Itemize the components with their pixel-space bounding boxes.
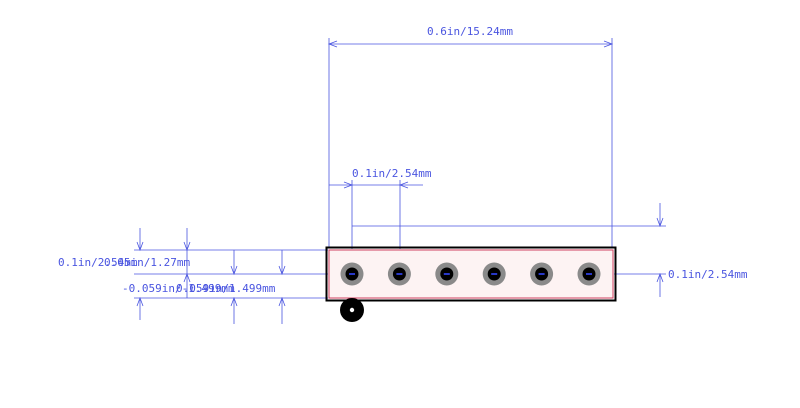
pad-5 [530,262,554,286]
component-body [325,246,617,302]
left-label-lower-a: -0.059in/-1.499mm [122,282,235,295]
arrow-up-icon [183,272,191,283]
pitch-label: 0.1in/2.54mm [352,167,432,180]
pad-row [340,262,601,286]
drill-center-mark [491,273,498,275]
body-fill [328,249,614,299]
pad-3 [435,262,459,286]
pad-1 [340,262,364,286]
pin1-marker [340,298,364,322]
courtyard-outline [328,249,614,299]
arrow-up-icon [278,296,286,307]
drill-center-mark [349,273,355,275]
arrow-right-icon [603,40,614,48]
arrow-down-icon [136,241,144,252]
drill-center-mark [443,273,450,275]
left-label-upper-a: 0.1in/2.54mm [58,256,138,269]
drill-center-mark [396,273,403,275]
pad-2 [387,262,411,286]
arrow-down-icon [230,265,238,276]
arrow-down-icon [183,241,191,252]
pad-4 [482,262,506,286]
left-label-upper-b: 0.05in/1.27mm [104,256,190,269]
arrow-up-icon [656,272,664,283]
arrow-down-icon [656,217,664,228]
left-label-lower-b: 0.059in/1.499mm [176,282,276,295]
drill-center-mark [586,273,592,275]
drill-center-mark [538,273,545,275]
arrow-left-icon [398,181,409,189]
right-height-label: 0.1in/2.54mm [668,268,748,281]
overall-width-label: 0.6in/15.24mm [427,25,513,38]
pin1-center [349,307,355,313]
arrow-left-icon [327,40,338,48]
pad-6 [577,262,601,286]
arrow-right-icon [343,181,354,189]
arrow-up-icon [136,296,144,307]
arrow-up-icon [230,296,238,307]
arrow-down-icon [278,265,286,276]
overall-width-dimension: 0.6in/15.24mm [327,25,614,248]
pitch-dimension: 0.1in/2.54mm [329,167,432,262]
silkscreen-outline [325,246,617,302]
